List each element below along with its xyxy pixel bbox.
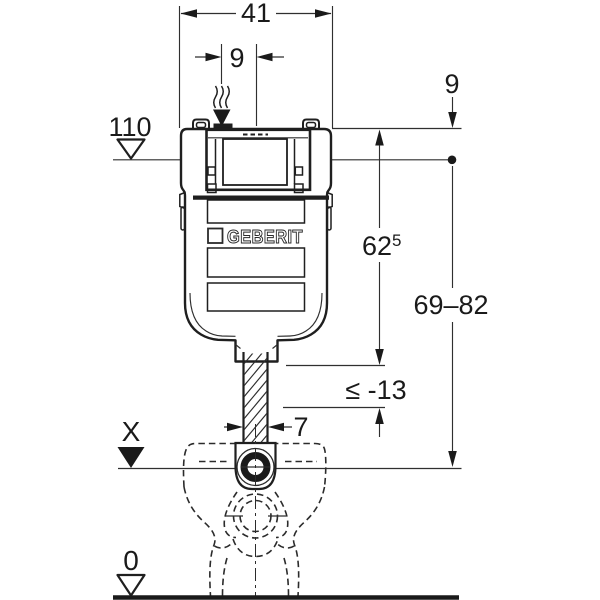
dim-pipe-7-label: 7 xyxy=(293,412,308,442)
level-zero: 0 xyxy=(113,545,459,600)
geberit-logo: GEBERIT xyxy=(227,227,303,247)
arrow-right-icon xyxy=(315,9,332,18)
frame-foot-left xyxy=(206,183,217,194)
frame-clip-left xyxy=(207,166,216,176)
arrow-down-icon xyxy=(375,349,384,365)
side-slot-right xyxy=(326,206,332,231)
level-triangle-open-icon xyxy=(116,573,146,597)
dim-actuator-range: 69–82 xyxy=(413,166,489,467)
level-zero-label: 0 xyxy=(123,545,139,576)
frame-clip-right xyxy=(294,166,304,176)
dim-max-cut-label: ≤ -13 xyxy=(345,375,406,405)
water-supply-icon xyxy=(213,85,233,129)
concealed-cistern: GEBERIT xyxy=(179,118,333,363)
dim-width-41: 41 xyxy=(178,0,334,128)
dim-actuator-range-label: 69–82 xyxy=(413,290,488,320)
dim-right-9-label: 9 xyxy=(444,69,459,99)
mounting-tab-left-hole xyxy=(195,121,207,129)
mounting-tab-right-hole xyxy=(305,121,317,129)
dim-supply-offset-9: 9 xyxy=(195,43,284,126)
arrow-left-icon xyxy=(268,422,284,432)
level-x-label: X xyxy=(122,416,141,447)
dim-height-label: 625 xyxy=(362,231,402,261)
label-panel-2 xyxy=(206,247,306,278)
dim-height-62-5: 625 xyxy=(286,129,402,367)
label-panel-3 xyxy=(206,282,306,312)
side-bracket-right xyxy=(326,191,333,210)
flush-valve-window xyxy=(222,138,288,186)
dim-right-9: 9 xyxy=(332,69,462,130)
arrow-up-icon xyxy=(375,129,384,146)
level-x: X xyxy=(117,416,462,470)
label-panel-1 xyxy=(206,199,306,224)
level-triangle-filled-icon xyxy=(117,447,145,468)
level-triangle-open-icon xyxy=(116,138,146,160)
arrow-down-icon xyxy=(448,451,457,467)
arrow-right-icon xyxy=(227,422,243,432)
level-110: 110 xyxy=(108,112,457,165)
level-110-label: 110 xyxy=(108,112,151,142)
side-slot-left xyxy=(180,206,186,231)
dim-max-cut: ≤ -13 xyxy=(283,375,407,437)
arrow-down-icon xyxy=(448,112,457,128)
logo-square-icon xyxy=(207,227,224,244)
arrow-left-icon xyxy=(256,52,273,62)
side-bracket-left xyxy=(179,191,186,210)
dim-supply-offset-label: 9 xyxy=(229,43,244,73)
arrow-right-icon xyxy=(205,52,222,62)
arrow-left-icon xyxy=(180,9,197,18)
dim-pipe-7: 7 xyxy=(224,412,309,442)
frame-foot-right xyxy=(293,183,304,194)
dim-width-41-label: 41 xyxy=(241,0,271,28)
reference-dot xyxy=(447,155,457,165)
supply-connection-stub xyxy=(213,123,233,129)
arrow-up-icon xyxy=(375,408,384,424)
